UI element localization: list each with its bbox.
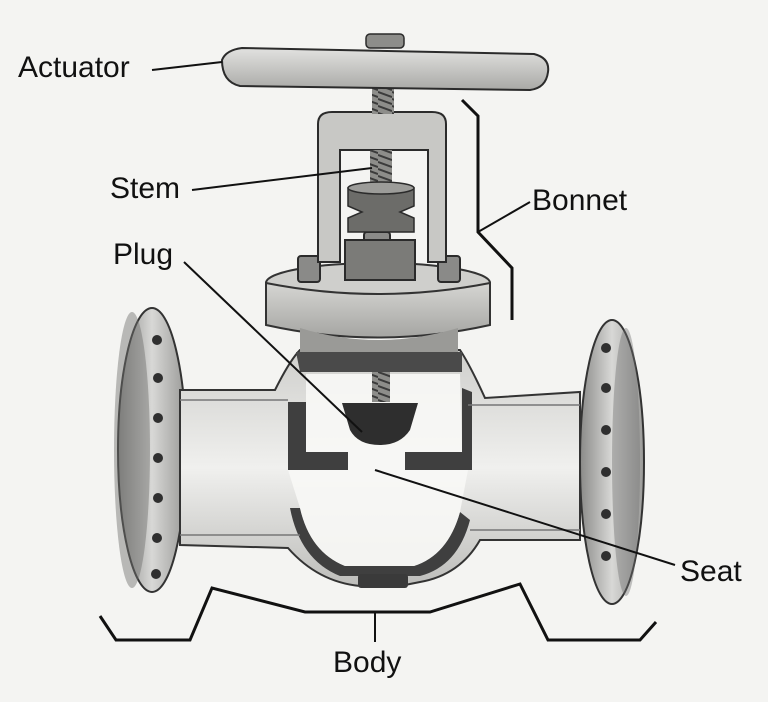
plug-leader-line <box>183 261 363 433</box>
right-flange-bolt-holes <box>601 343 611 561</box>
body-bracket <box>98 582 658 642</box>
label-bonnet: Bonnet <box>532 184 628 217</box>
bonnet-leader-line <box>477 201 531 233</box>
stem-leader-line <box>191 167 373 191</box>
actuator-handwheel <box>220 33 550 114</box>
left-flange <box>114 307 187 593</box>
seat-leader-line <box>374 469 676 566</box>
label-seat: Seat <box>680 555 742 588</box>
actuator-leader-line <box>151 61 223 71</box>
valve-plug <box>342 372 418 445</box>
label-actuator: Actuator <box>18 51 130 84</box>
left-flange-bolt-holes <box>151 335 163 579</box>
label-body: Body <box>333 646 402 679</box>
bonnet-assembly <box>265 111 491 352</box>
label-stem: Stem <box>110 172 181 205</box>
right-flange <box>579 319 645 605</box>
label-plug: Plug <box>113 238 174 271</box>
